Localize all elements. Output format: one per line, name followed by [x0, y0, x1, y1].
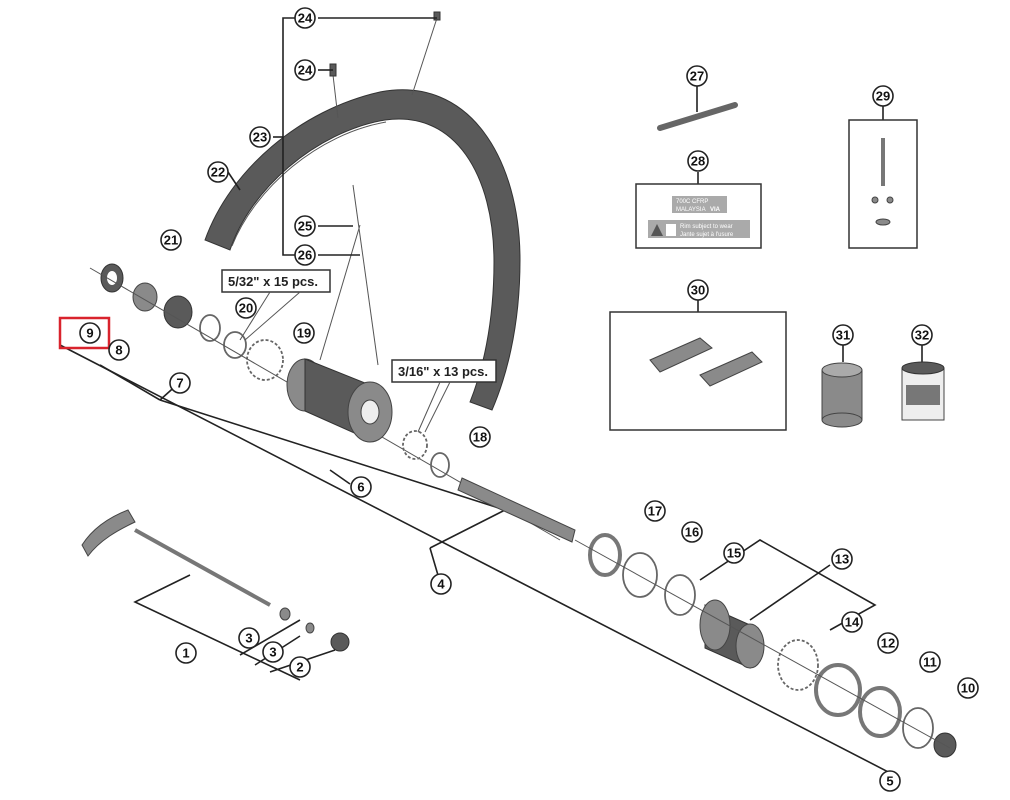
callout-5[interactable]: 5: [879, 770, 901, 792]
callout-20[interactable]: 20: [235, 297, 257, 319]
callout-1[interactable]: 1: [175, 642, 197, 664]
callout-31[interactable]: 31: [832, 324, 854, 346]
part-31: [821, 345, 863, 428]
svg-text:22: 22: [211, 165, 225, 180]
spoke-wrench: [657, 86, 738, 131]
svg-text:13: 13: [835, 552, 849, 567]
callout-30[interactable]: 30: [687, 279, 709, 301]
svg-text:10: 10: [961, 681, 975, 696]
valve-parts-box: [848, 106, 918, 249]
svg-text:27: 27: [690, 69, 704, 84]
svg-text:7: 7: [176, 376, 183, 391]
axle: [457, 477, 576, 543]
highlight-box: [58, 316, 111, 350]
svg-text:14: 14: [845, 615, 860, 630]
svg-text:30: 30: [691, 283, 705, 298]
svg-text:32: 32: [915, 328, 929, 343]
svg-text:25: 25: [298, 219, 312, 234]
callout-27[interactable]: 27: [686, 65, 708, 87]
grease-jar: [901, 345, 945, 421]
sticker-line2: MALAYSIA: [676, 207, 706, 213]
svg-text:4: 4: [437, 577, 445, 592]
callouts: 1 2 3 3 4 5 6 7 8 9 10 11 12 13 14 15 16…: [79, 7, 979, 792]
svg-text:6: 6: [357, 480, 364, 495]
svg-text:18: 18: [473, 430, 487, 445]
callout-14[interactable]: 14: [841, 611, 863, 633]
callout-22[interactable]: 22: [207, 161, 229, 183]
callout-18[interactable]: 18: [469, 426, 491, 448]
svg-text:15: 15: [727, 546, 741, 561]
callout-10[interactable]: 10: [957, 677, 979, 699]
callout-2[interactable]: 2: [289, 656, 311, 678]
svg-text:26: 26: [298, 248, 312, 263]
callout-4[interactable]: 4: [430, 573, 452, 595]
callout-13[interactable]: 13: [831, 548, 853, 570]
svg-text:29: 29: [876, 89, 890, 104]
callout-15[interactable]: 15: [723, 542, 745, 564]
svg-text:1: 1: [182, 646, 189, 661]
callout-9[interactable]: 9: [79, 322, 101, 344]
sticker-warning1: Rim subject to wear: [680, 224, 733, 230]
callout-16[interactable]: 16: [681, 521, 703, 543]
callout-25[interactable]: 25: [294, 215, 316, 237]
svg-text:12: 12: [881, 636, 895, 651]
brake-pad-box: [609, 300, 787, 431]
quick-release-skewer: [81, 509, 350, 652]
svg-text:24: 24: [298, 11, 313, 26]
svg-text:9: 9: [86, 326, 93, 341]
callout-28[interactable]: 28: [687, 150, 709, 172]
callout-26[interactable]: 26: [294, 244, 316, 266]
svg-text:3: 3: [269, 645, 276, 660]
warning-icon: [651, 224, 663, 236]
callout-32[interactable]: 32: [911, 324, 933, 346]
svg-text:2: 2: [296, 660, 303, 675]
callout-8[interactable]: 8: [108, 339, 130, 361]
svg-text:16: 16: [685, 525, 699, 540]
hub-shell: [286, 358, 450, 478]
callout-3a[interactable]: 3: [238, 627, 260, 649]
callout-17[interactable]: 17: [644, 500, 666, 522]
spokes: [319, 11, 441, 366]
callout-23[interactable]: 23: [249, 126, 271, 148]
sticker-badge: VIA: [710, 207, 721, 213]
svg-text:11: 11: [923, 655, 937, 670]
svg-text:31: 31: [836, 328, 850, 343]
svg-text:5: 5: [886, 774, 893, 789]
svg-text:24: 24: [298, 63, 313, 78]
callout-21[interactable]: 21: [160, 229, 182, 251]
svg-text:28: 28: [691, 154, 705, 169]
callout-29[interactable]: 29: [872, 85, 894, 107]
rim-sticker-box: 700C CFRP MALAYSIA VIA Rim subject to we…: [635, 172, 762, 249]
svg-text:3: 3: [245, 631, 252, 646]
callout-24a[interactable]: 24: [294, 7, 316, 29]
info-icon: [666, 224, 676, 236]
svg-text:17: 17: [648, 504, 662, 519]
callout-3b[interactable]: 3: [262, 641, 284, 663]
callout-6[interactable]: 6: [350, 476, 372, 498]
quantity-text: 5/32" x 15 pcs.: [228, 274, 318, 289]
sticker-warning2: Jante sujet à l'usure: [680, 232, 734, 238]
svg-text:23: 23: [253, 130, 267, 145]
sticker-line1: 700C CFRP: [676, 199, 708, 205]
bracket-line-5: [59, 344, 901, 779]
callout-12[interactable]: 12: [877, 632, 899, 654]
quantity-label-small-balls: 5/32" x 15 pcs.: [221, 269, 331, 341]
svg-text:19: 19: [297, 326, 311, 341]
svg-text:21: 21: [164, 233, 178, 248]
callout-7[interactable]: 7: [169, 372, 191, 394]
callout-11[interactable]: 11: [919, 651, 941, 673]
quantity-text: 3/16" x 13 pcs.: [398, 364, 488, 379]
svg-text:8: 8: [115, 343, 122, 358]
quantity-label-large-balls: 3/16" x 13 pcs.: [391, 359, 497, 433]
callout-19[interactable]: 19: [293, 322, 315, 344]
callout-24b[interactable]: 24: [294, 59, 316, 81]
svg-text:20: 20: [239, 301, 253, 316]
parts-right: [574, 533, 957, 758]
